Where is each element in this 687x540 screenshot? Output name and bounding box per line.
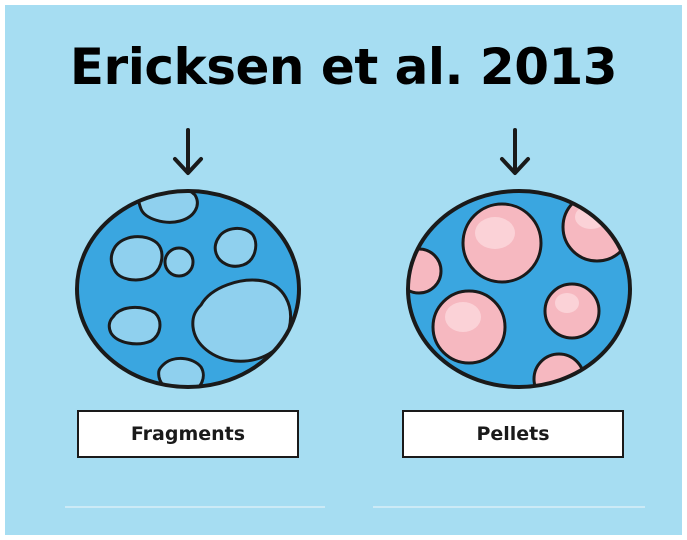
pellets-particle-icon — [397, 191, 631, 404]
down-arrow-icon — [502, 130, 528, 173]
fragments-label: Fragments — [77, 410, 299, 458]
pellets-label: Pellets — [402, 410, 624, 458]
slide-background: Ericksen et al. 2013 — [5, 5, 682, 535]
fragments-particle-icon — [77, 184, 299, 393]
down-arrow-icon — [175, 130, 201, 173]
